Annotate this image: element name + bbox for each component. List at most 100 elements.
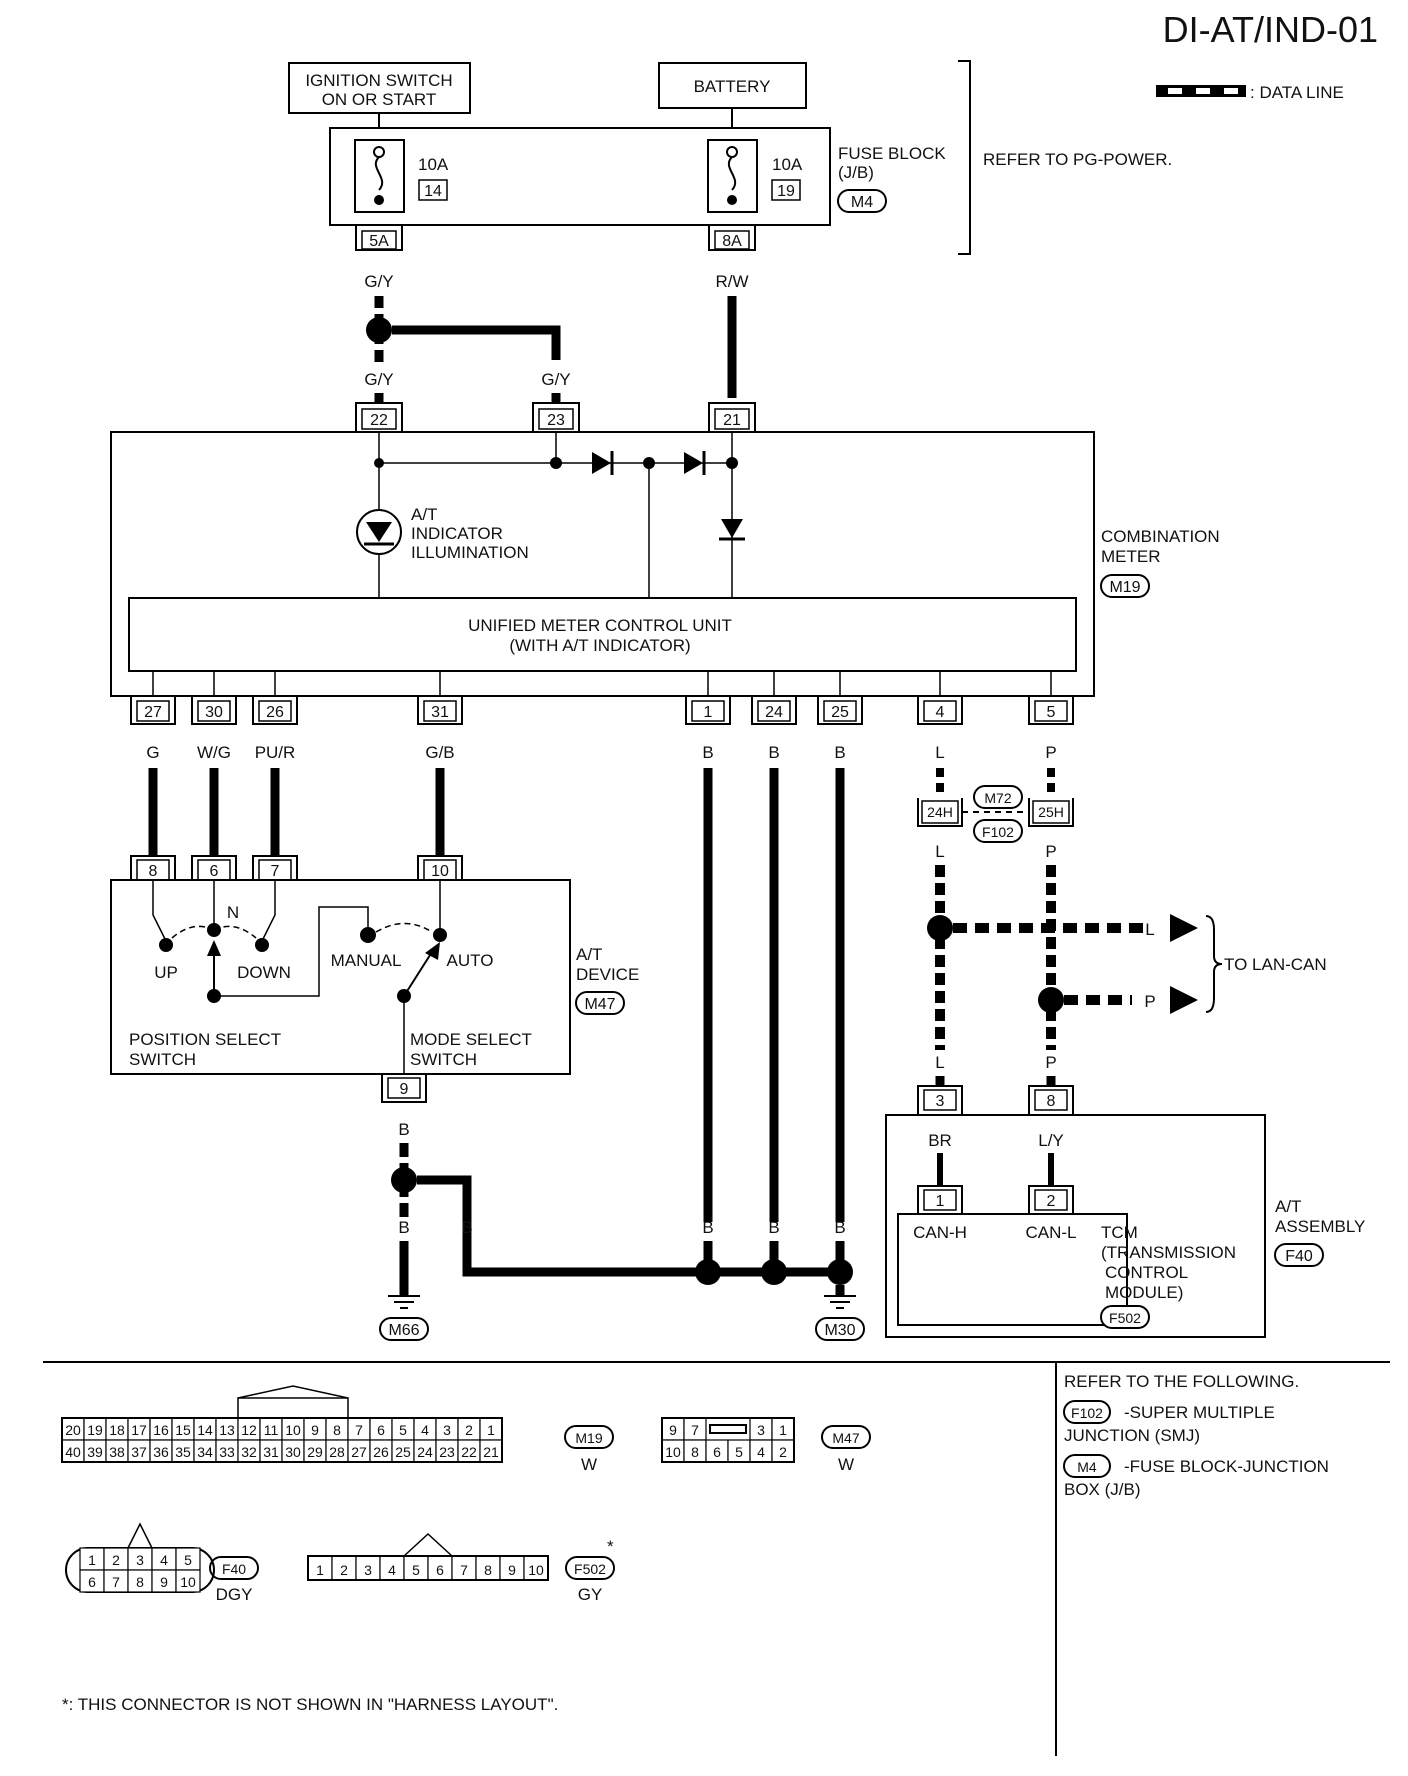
svg-text:4: 4 (936, 704, 945, 721)
svg-text:31: 31 (431, 704, 449, 721)
connector-pin: 9 (160, 1574, 168, 1590)
connector-pin: 28 (329, 1444, 345, 1460)
ground-splice-2 (695, 1259, 721, 1285)
connector-pin: 15 (175, 1422, 191, 1438)
tcm-pin-2: 2 (1028, 1185, 1074, 1214)
connector-pin: 25 (395, 1444, 411, 1460)
connector-pin: 2 (465, 1422, 473, 1438)
mode-manual-label: MANUAL (331, 951, 402, 970)
refer-m4-line1: -FUSE BLOCK-JUNCTION (1124, 1457, 1329, 1476)
fuse-block-label-2: (J/B) (838, 163, 874, 182)
svg-text:25: 25 (831, 704, 849, 721)
fuse1-number: 14 (424, 183, 442, 200)
connector-view-f502-tag (565, 1556, 615, 1580)
wire-b-label-3: B (834, 743, 845, 762)
connector-pin: 2 (112, 1552, 120, 1568)
at-assembly-pin-3: 3 (917, 1085, 963, 1115)
meter-pin-30: 30 (191, 696, 237, 725)
connector-pin: 1 (779, 1422, 787, 1438)
connector-pin: 4 (388, 1562, 396, 1578)
mode-auto-label: AUTO (447, 951, 494, 970)
data-line-legend: : DATA LINE (1156, 83, 1344, 102)
connector-pin: 9 (669, 1422, 677, 1438)
connector-tag-f40 (1274, 1243, 1324, 1267)
connector-view-m47-color: W (838, 1455, 854, 1474)
data-line-legend-text: : DATA LINE (1250, 83, 1344, 102)
connector-pin: 5 (412, 1562, 420, 1578)
fuse-14 (354, 139, 405, 213)
connector-pin: 6 (713, 1444, 721, 1460)
connector-view-m47-id: M47 (832, 1430, 859, 1446)
connector-pin: 7 (112, 1574, 120, 1590)
connector-pin: 10 (180, 1574, 196, 1590)
connector-pin: 39 (87, 1444, 103, 1460)
connector-tag-f502 (1100, 1305, 1150, 1329)
ground-splice-1 (391, 1167, 417, 1193)
ground-tag-m66 (379, 1317, 429, 1341)
tcm-pin-1: 1 (917, 1185, 963, 1214)
connector-pin: 1 (487, 1422, 495, 1438)
at-assembly-label-2: ASSEMBLY (1275, 1217, 1365, 1236)
connector-pin: 34 (197, 1444, 213, 1460)
ignition-label-2: ON OR START (322, 90, 437, 109)
lan-l-arrow-icon (1170, 914, 1198, 942)
ground-icon-m66 (388, 1295, 420, 1309)
meter-pin-25: 25 (817, 696, 863, 725)
connector-tag-m19-text: M19 (1109, 579, 1140, 596)
position-switch-label-2: SWITCH (129, 1050, 196, 1069)
connector-pin: 33 (219, 1444, 235, 1460)
splice-gy (366, 317, 392, 343)
connector-view-f502-color: GY (578, 1585, 603, 1604)
connector-tag-m47 (575, 991, 625, 1015)
wire-p-label-3: P (1045, 1053, 1056, 1072)
indicator-label-3: ILLUMINATION (411, 543, 529, 562)
connector-tag-m19 (1100, 574, 1150, 598)
fuse2-number: 19 (777, 183, 795, 200)
connector-pin: 16 (153, 1422, 169, 1438)
wire-b-label-4: B (398, 1120, 409, 1139)
svg-text:2: 2 (1047, 1193, 1056, 1210)
connector-pin: 3 (443, 1422, 451, 1438)
indicator-label-2: INDICATOR (411, 524, 503, 543)
meter-pin-5: 5 (1028, 696, 1074, 725)
footnote: *: THIS CONNECTOR IS NOT SHOWN IN "HARNE… (62, 1695, 558, 1714)
wire-l-label-1: L (935, 743, 944, 762)
can-p-splice (1038, 987, 1064, 1013)
at-device-pin-10: 10 (417, 855, 463, 881)
at-device-pin-6: 6 (191, 855, 237, 881)
connector-pin: 10 (528, 1562, 544, 1578)
lan-p-label: P (1144, 992, 1155, 1011)
wire-b-label-7: B (702, 1218, 713, 1237)
wire-ly-label: L/Y (1038, 1131, 1064, 1150)
svg-text:5A: 5A (369, 233, 389, 250)
unified-meter-control-unit (128, 597, 1077, 672)
can-l-label: CAN-L (1025, 1223, 1076, 1242)
can-l-splice (927, 915, 953, 941)
wire-gb-label: G/B (425, 743, 454, 762)
svg-text:6: 6 (210, 863, 219, 880)
tcm-label-1: TCM (1101, 1223, 1138, 1242)
connector-pin: 31 (263, 1444, 279, 1460)
svg-text:26: 26 (266, 704, 284, 721)
connector-pin: 20 (65, 1422, 81, 1438)
refer-f102-line1: -SUPER MULTIPLE (1124, 1403, 1275, 1422)
mode-select-arrow-icon (425, 942, 440, 960)
unit-label-2: (WITH A/T INDICATOR) (509, 636, 690, 655)
connector-pin: 6 (88, 1574, 96, 1590)
fuse-19 (707, 139, 758, 213)
connector-pin: 12 (241, 1422, 257, 1438)
svg-text:3: 3 (936, 1093, 945, 1110)
svg-text:23: 23 (547, 412, 565, 429)
connector-pin: 2 (340, 1562, 348, 1578)
connector-tag-m4 (837, 189, 887, 213)
meter-pin-4: 4 (917, 696, 963, 725)
fuse2-amps: 10A (772, 155, 803, 174)
connector-pin: 3 (757, 1422, 765, 1438)
ignition-label-1: IGNITION SWITCH (305, 71, 452, 90)
at-device-pin-9: 9 (381, 1074, 427, 1103)
connector-pin: 17 (131, 1422, 147, 1438)
wire-l-label-3: L (935, 1053, 944, 1072)
connector-pin: 40 (65, 1444, 81, 1460)
lan-can-label: TO LAN-CAN (1224, 955, 1327, 974)
at-assembly-pin-8: 8 (1028, 1085, 1074, 1115)
